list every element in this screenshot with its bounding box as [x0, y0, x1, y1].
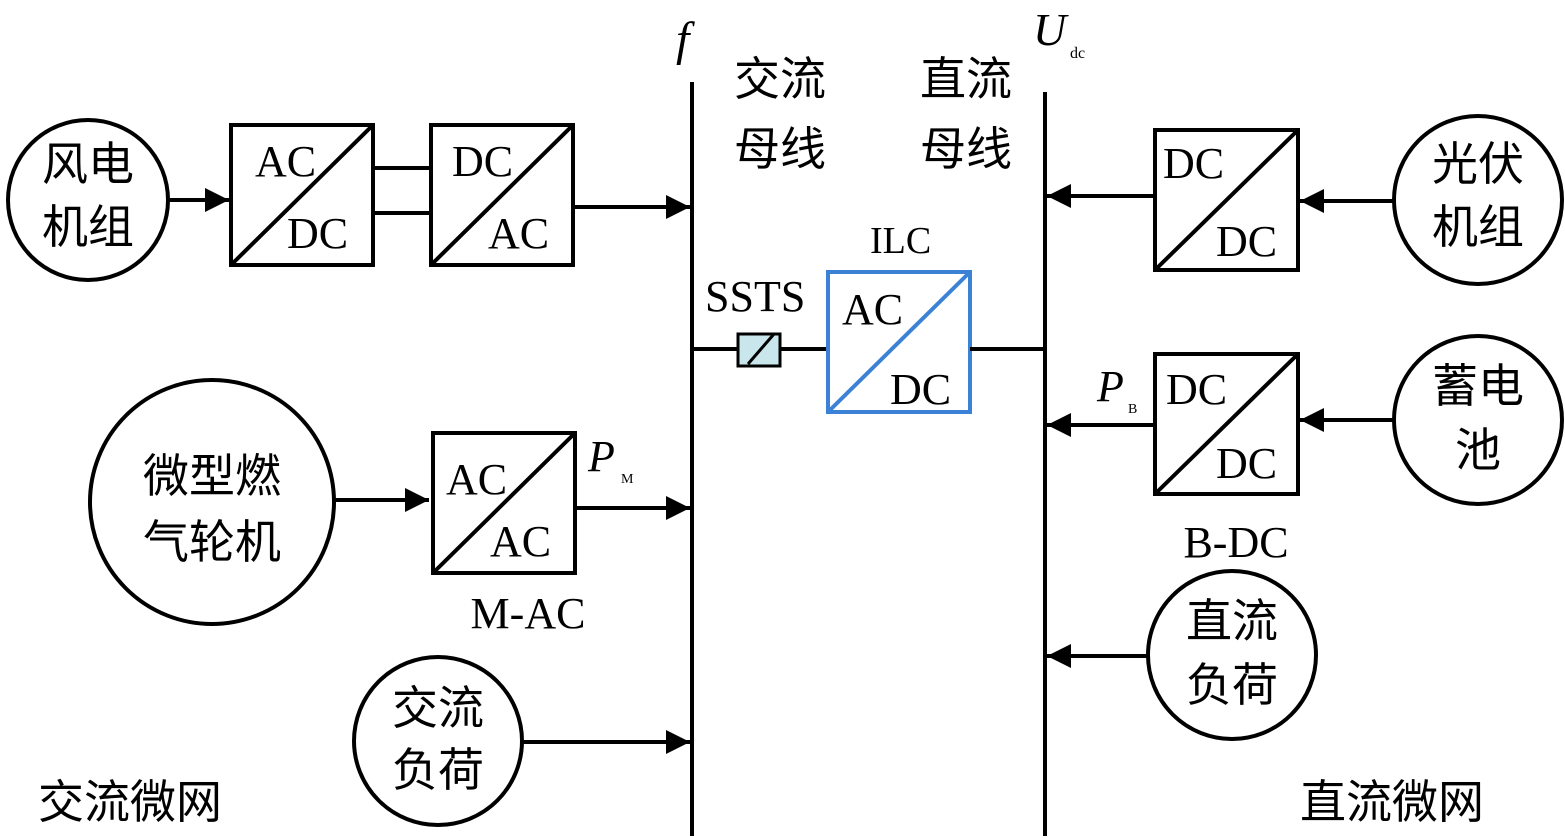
power-pm-sub: M [621, 472, 634, 487]
b-dc-caption: B-DC [1183, 518, 1288, 567]
dc-microgrid-label: 直流微网 [1300, 775, 1484, 829]
wind-turbine-unit: 风电 机组 [6, 118, 170, 282]
rectifier-top-label: AC [255, 137, 316, 186]
inverter-bottom-label: AC [488, 209, 549, 258]
ssts-switch [736, 332, 782, 368]
dc-load: 直流 负荷 [1146, 569, 1318, 741]
m-ac-converter: AC AC [431, 431, 577, 575]
dc-bus: U dc [1033, 4, 1085, 836]
inverter-top-label: DC [452, 137, 513, 186]
b-dc-converter: DC DC [1153, 352, 1300, 496]
power-pm-symbol: P [587, 432, 615, 481]
ac-bus-symbol: f [676, 13, 695, 66]
rectifier-converter: AC DC [229, 123, 375, 267]
ilc-bottom-label: DC [890, 365, 951, 414]
wind-label-line2: 机组 [42, 200, 134, 254]
m-ac-caption: M-AC [471, 589, 586, 638]
ac-load-label-line2: 负荷 [392, 743, 484, 797]
ac-load: 交流 负荷 [352, 655, 524, 827]
ssts-label: SSTS [705, 272, 805, 321]
dc-bus-symbol: U [1033, 4, 1069, 55]
ac-microgrid-label: 交流微网 [38, 775, 222, 829]
wind-label-line1: 风电 [42, 137, 134, 191]
battery-label-line1: 蓄电 [1432, 359, 1524, 413]
ac-bus-label-line1: 交流 [734, 52, 826, 106]
dc-load-label-line1: 直流 [1186, 594, 1278, 648]
battery-unit: 蓄电 池 [1392, 334, 1564, 506]
pv-conv-bottom-label: DC [1216, 217, 1277, 266]
m-ac-top-label: AC [446, 455, 507, 504]
pv-dcdc-converter: DC DC [1153, 128, 1300, 272]
dc-bus-label-line1: 直流 [920, 52, 1012, 106]
battery-label-line2: 池 [1455, 423, 1501, 477]
ac-bus: f [676, 13, 695, 836]
dc-bus-symbol-sub: dc [1070, 45, 1085, 62]
rectifier-bottom-label: DC [287, 209, 348, 258]
ilc-converter: AC DC [826, 270, 972, 414]
ilc-label: ILC [870, 220, 931, 262]
b-dc-top-label: DC [1166, 365, 1227, 414]
turbine-label-line2: 气轮机 [143, 515, 281, 569]
pv-conv-top-label: DC [1163, 139, 1224, 188]
power-pb-symbol: P [1096, 362, 1124, 411]
micro-gas-turbine: 微型燃 气轮机 [88, 378, 336, 626]
inverter-converter: DC AC [429, 123, 575, 267]
power-pb-sub: B [1128, 402, 1137, 417]
dc-load-label-line2: 负荷 [1186, 658, 1278, 712]
ilc-top-label: AC [842, 285, 903, 334]
b-dc-bottom-label: DC [1216, 439, 1277, 488]
ac-bus-label-line2: 母线 [734, 122, 826, 176]
pv-unit: 光伏 机组 [1392, 114, 1564, 286]
ac-load-label-line1: 交流 [392, 681, 484, 735]
pv-label-line1: 光伏 [1432, 137, 1524, 191]
dc-bus-label-line2: 母线 [920, 122, 1012, 176]
turbine-label-line1: 微型燃 [143, 449, 281, 503]
pv-label-line2: 机组 [1432, 200, 1524, 254]
m-ac-bottom-label: AC [490, 517, 551, 566]
